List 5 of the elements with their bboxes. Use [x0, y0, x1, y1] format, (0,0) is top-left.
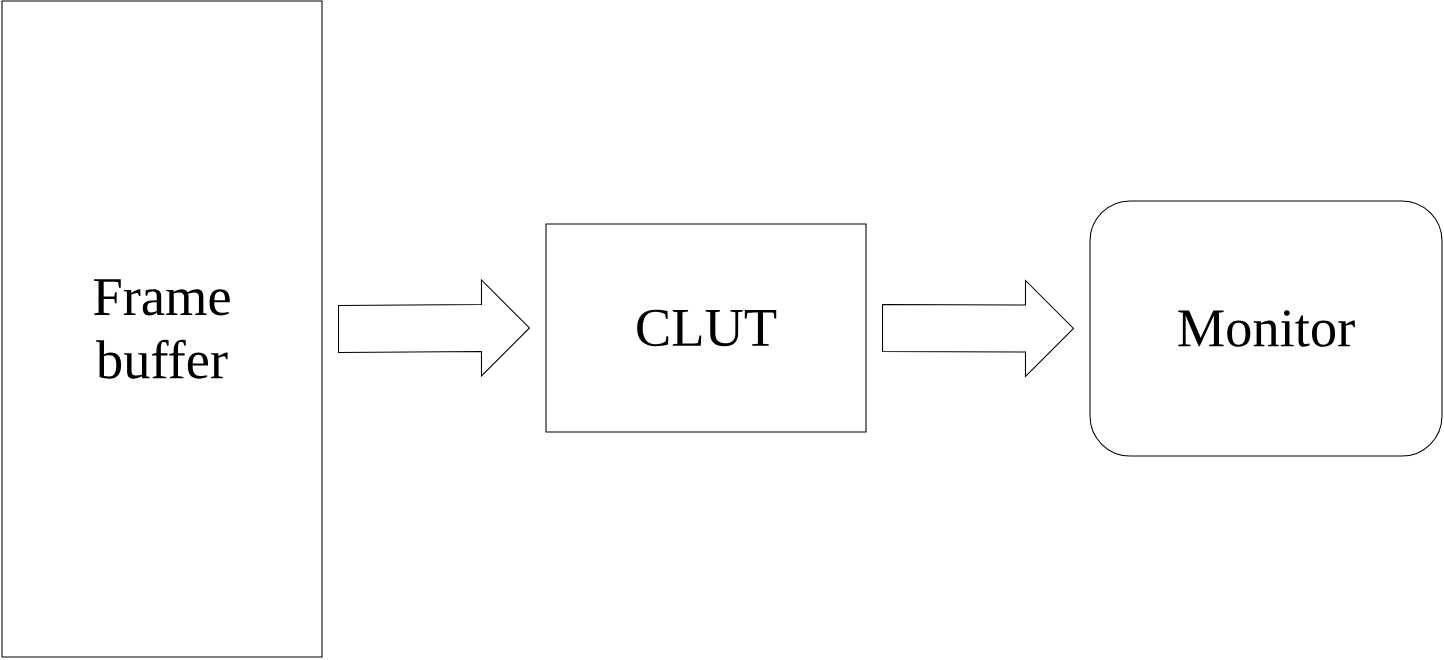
rounded-box: Monitor	[1089, 200, 1443, 457]
block-arrow	[338, 278, 531, 378]
process-box: CLUT	[545, 223, 867, 433]
process-box: Frame buffer	[1, 0, 323, 658]
block-arrow	[882, 279, 1075, 378]
